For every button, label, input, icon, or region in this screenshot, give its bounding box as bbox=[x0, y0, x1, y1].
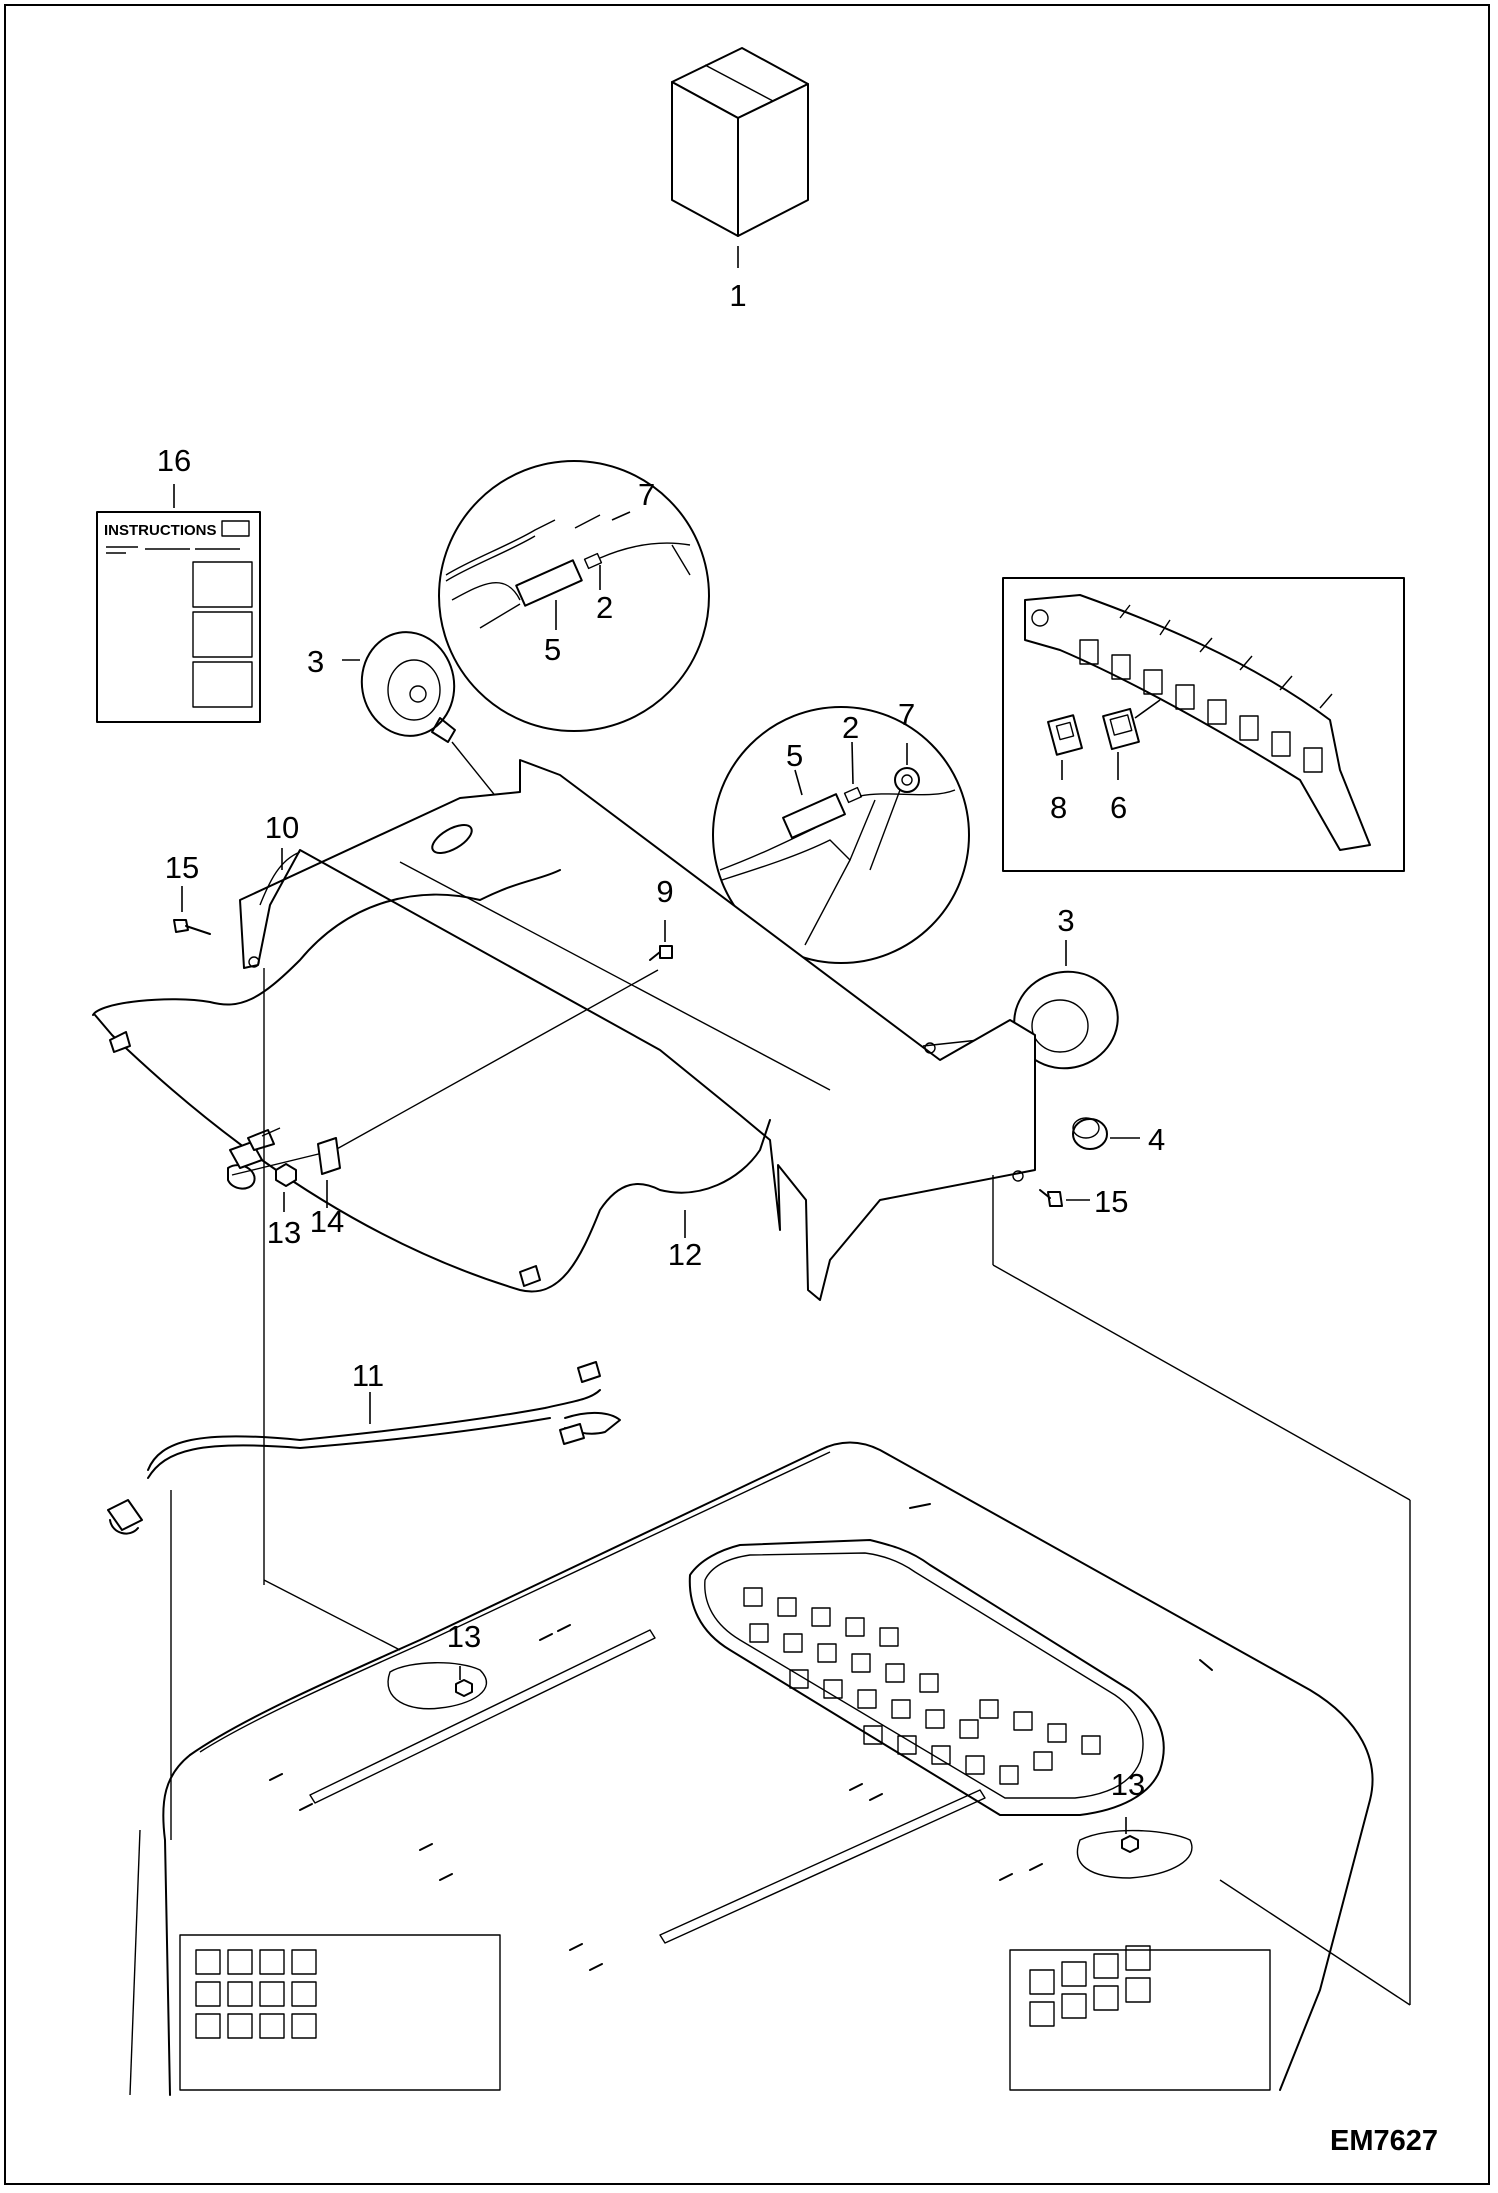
callout-switch-6: 6 bbox=[1110, 790, 1127, 825]
callout-cap: 4 bbox=[1148, 1122, 1165, 1157]
detail-circle-lower bbox=[712, 706, 970, 964]
callout-clip: 14 bbox=[310, 1204, 344, 1239]
callout-detail2-7: 7 bbox=[898, 697, 915, 732]
work-light-right bbox=[922, 940, 1119, 1070]
switch-panel-inset bbox=[1002, 577, 1405, 872]
callout-harness-11: 11 bbox=[352, 1358, 384, 1393]
wiring-harness-11 bbox=[107, 1361, 621, 1535]
callout-detail1-7: 7 bbox=[638, 477, 655, 512]
callout-detail1-2: 2 bbox=[596, 590, 613, 625]
drawing-number: EM7627 bbox=[1330, 2125, 1439, 2157]
callout-detail1-5: 5 bbox=[544, 632, 561, 667]
harness-connector bbox=[229, 1127, 281, 1169]
callout-nut: 13 bbox=[267, 1215, 301, 1250]
callout-light-right: 3 bbox=[1057, 903, 1074, 938]
assembly-guide-lines bbox=[170, 968, 1411, 2006]
callout-instructions: 16 bbox=[157, 443, 191, 478]
callout-bolt-left: 15 bbox=[165, 850, 199, 885]
callout-bracket: 10 bbox=[265, 810, 299, 845]
bolt-left bbox=[173, 886, 211, 935]
clip-14 bbox=[317, 1137, 341, 1208]
cab-roof bbox=[129, 1441, 1374, 2096]
callout-kit: 1 bbox=[729, 278, 746, 313]
callout-bolt-right: 15 bbox=[1094, 1184, 1128, 1219]
drawing-border bbox=[4, 4, 1490, 2185]
callout-detail2-5: 5 bbox=[786, 738, 803, 773]
nut-13 bbox=[275, 1163, 297, 1212]
instruction-sheet bbox=[96, 484, 261, 723]
cap-plug bbox=[1072, 1117, 1140, 1150]
callout-detail2-2: 2 bbox=[842, 710, 859, 745]
callout-light-left: 3 bbox=[307, 644, 324, 679]
callout-roof-nut-right: 13 bbox=[1111, 1767, 1145, 1802]
callout-harness-12: 12 bbox=[668, 1237, 702, 1272]
instruction-sheet-label: INSTRUCTIONS bbox=[104, 522, 217, 539]
callout-screw: 9 bbox=[656, 874, 673, 909]
callout-roof-nut-left: 13 bbox=[447, 1619, 481, 1654]
detail-circle-upper bbox=[438, 460, 710, 732]
screw bbox=[649, 920, 673, 961]
callout-switch-8: 8 bbox=[1050, 790, 1067, 825]
kit-box bbox=[671, 47, 809, 268]
bolt-right bbox=[1039, 1189, 1090, 1207]
